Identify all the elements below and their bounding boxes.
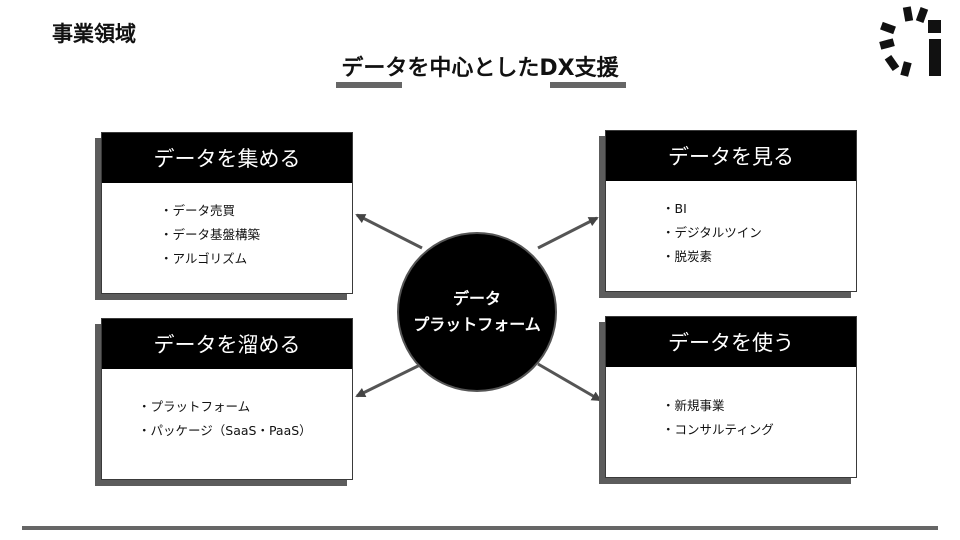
list-item: プラットフォーム — [138, 395, 312, 419]
list-item: データ売買 — [160, 199, 260, 223]
list-item: データ基盤構築 — [160, 223, 261, 247]
brand-logo-icon — [879, 6, 941, 77]
list-item: 脱炭素 — [662, 245, 762, 269]
box-view: データを見る BI デジタルツイン 脱炭素 — [599, 130, 857, 298]
list-item: アルゴリズム — [160, 247, 260, 271]
hub-label-line2: プラットフォーム — [413, 315, 541, 334]
subtitle-underline-right — [550, 82, 626, 88]
subtitle: データを中心としたDX支援 — [341, 56, 619, 81]
box-collect: データを集める データ売買 データ基盤構築 アルゴリズム — [95, 132, 353, 300]
data-platform-hub: データ プラットフォーム — [397, 232, 557, 392]
box-view-title: データを見る — [606, 131, 856, 181]
list-item: パッケージ（SaaS・PaaS） — [138, 419, 312, 443]
list-item: コンサルティング — [662, 418, 774, 442]
arrow-to-view — [537, 216, 599, 250]
box-collect-title: データを集める — [102, 133, 352, 183]
arrow-to-store — [355, 362, 423, 398]
box-use-title: データを使う — [606, 317, 856, 367]
box-store: データを溜める プラットフォーム パッケージ（SaaS・PaaS） — [95, 318, 353, 486]
arrow-to-collect — [355, 213, 423, 250]
list-item: BI — [662, 197, 762, 221]
arrow-to-use — [537, 362, 602, 402]
list-item: デジタルツイン — [662, 221, 762, 245]
list-item: 新規事業 — [662, 394, 774, 418]
box-use: データを使う 新規事業 コンサルティング — [599, 316, 857, 484]
footer-divider — [22, 526, 938, 530]
subtitle-underline-left — [336, 82, 402, 88]
box-store-title: データを溜める — [102, 319, 352, 369]
page-title: 事業領域 — [52, 22, 136, 46]
hub-label-line1: データ — [452, 289, 501, 308]
